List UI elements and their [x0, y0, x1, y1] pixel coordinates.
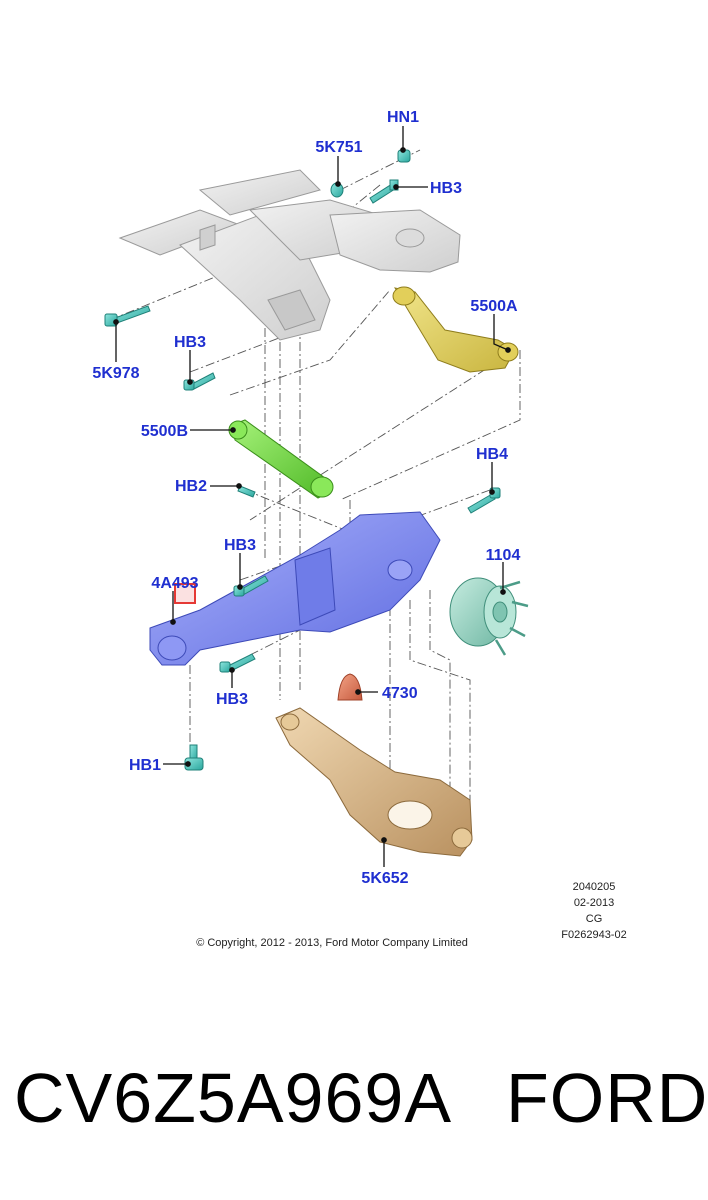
product-caption: CV6Z5A969A FORD	[14, 1058, 707, 1168]
bolt-hb1	[184, 744, 204, 771]
label-hb4: HB4	[476, 446, 508, 463]
part-number: CV6Z5A969A	[14, 1059, 453, 1137]
info-line-4: F0262943-02	[561, 929, 626, 941]
label-hn1: HN1	[387, 109, 419, 126]
drawing-info: 2040205 02-2013 CG F0262943-02	[561, 881, 626, 941]
info-line-1: 2040205	[573, 881, 616, 893]
bolt-hb2	[237, 485, 256, 498]
label-5k652: 5K652	[361, 870, 408, 887]
wheel-hub	[449, 577, 529, 656]
label-4730: 4730	[382, 685, 418, 702]
label-1104: 1104	[486, 547, 521, 564]
label-hb3-low: HB3	[216, 691, 248, 708]
info-line-2: 02-2013	[574, 897, 614, 909]
bolt-5k978	[104, 305, 151, 327]
label-hb1: HB1	[129, 757, 161, 774]
rear-subframe	[118, 169, 461, 341]
callout-labels: HN1 5K751 HB3 5500A 5K978 HB3 5500B HB2 …	[92, 109, 520, 887]
leader-lines	[113, 126, 511, 867]
label-5k751: 5K751	[315, 139, 362, 156]
label-5k978: 5K978	[92, 365, 139, 382]
label-5500b: 5500B	[141, 423, 188, 440]
upper-control-arm	[392, 286, 519, 373]
copyright-text: © Copyright, 2012 - 2013, Ford Motor Com…	[196, 937, 468, 949]
info-line-3: CG	[586, 913, 603, 925]
label-hb3-top: HB3	[430, 180, 462, 197]
brand-name: FORD	[506, 1059, 708, 1137]
label-hb3-left: HB3	[174, 334, 206, 351]
rear-knuckle	[149, 511, 441, 666]
label-5500a: 5500A	[470, 298, 518, 315]
label-hb3-mid: HB3	[224, 537, 256, 554]
lower-control-arm	[275, 707, 473, 857]
bump-stop	[337, 673, 363, 701]
label-hb2: HB2	[175, 478, 207, 495]
bolt-hb3-top	[369, 179, 399, 204]
label-4a493: 4A493	[151, 575, 198, 592]
toe-link	[228, 419, 334, 499]
highlight-box	[174, 583, 196, 604]
bolt-hb3-low	[219, 653, 256, 673]
